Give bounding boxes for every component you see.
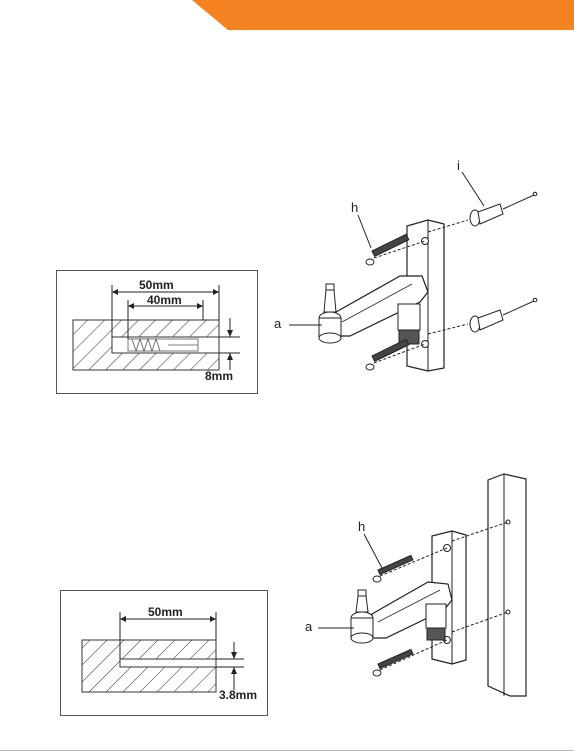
footer-rule [0,750,574,751]
part-label-h-bottom: h [358,519,365,534]
part-label-a-bottom: a [305,619,312,634]
